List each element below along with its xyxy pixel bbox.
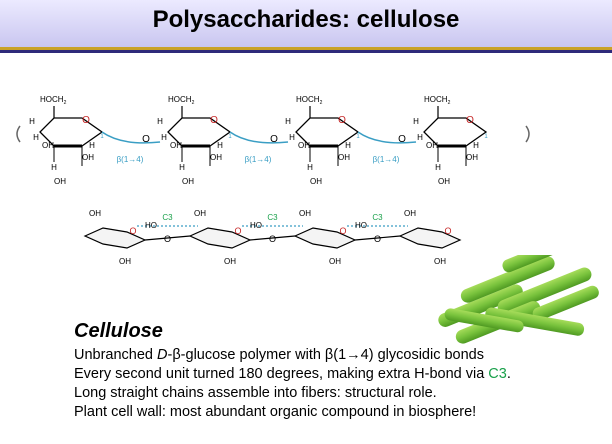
title-rule-navy xyxy=(0,50,612,53)
h-label-a-3: H xyxy=(285,117,291,126)
oh-label-b-4: OH xyxy=(466,153,478,162)
chair-oxygen-3: O xyxy=(339,226,346,236)
line1-text-a: Unbranched xyxy=(74,347,158,363)
hoch2-subscript-3: 2 xyxy=(320,100,323,106)
chair-link-2 xyxy=(249,235,296,241)
h-label-c-3: H xyxy=(345,141,351,150)
oh-label-b-2: OH xyxy=(210,153,222,162)
oh-label-a-4: OH xyxy=(426,141,438,150)
section-heading: Cellulose xyxy=(74,320,163,342)
h-label-c-1: H xyxy=(89,141,95,150)
ring-oxygen-3: O xyxy=(338,115,346,126)
oh-label-a-3: OH xyxy=(298,141,310,150)
c1-number-1: 1 xyxy=(100,134,104,140)
c3-label-2: C3 xyxy=(267,213,278,222)
h-label-d-1: H xyxy=(51,163,57,172)
beta14-label-1: β(1→4) xyxy=(117,155,144,164)
body-line-3: Long straight chains assemble into fiber… xyxy=(74,385,437,401)
h-label-d-4: H xyxy=(435,163,441,172)
c3-label-1: C3 xyxy=(162,213,173,222)
hoch2-label-3: HOCH2 xyxy=(296,95,323,106)
oh-label-c-2: OH xyxy=(182,177,194,186)
h-label-c-4: H xyxy=(473,141,479,150)
line2-c3: C3 xyxy=(488,366,507,382)
chair-link-1 xyxy=(144,235,191,241)
body-line-2: Every second unit turned 180 degrees, ma… xyxy=(74,366,511,382)
c3-label-3: C3 xyxy=(372,213,383,222)
h-label-c-2: H xyxy=(217,141,223,150)
beta14-label-2: β(1→4) xyxy=(245,155,272,164)
chair-ring-4 xyxy=(398,227,462,249)
hoch2-subscript-4: 2 xyxy=(448,100,451,106)
slide-title: Polysaccharides: cellulose xyxy=(152,6,460,33)
h-label-d-3: H xyxy=(307,163,313,172)
h-label-b-4: H xyxy=(417,133,423,142)
bridge-oxygen-2: O xyxy=(270,134,278,145)
chain-end-right xyxy=(525,125,530,143)
oh-label-b-1: OH xyxy=(82,153,94,162)
chair-bridge-o-1: O xyxy=(164,234,171,244)
chair-oh-top-1: OH xyxy=(89,209,101,218)
title-bar xyxy=(0,0,612,47)
c1-number-4: 1 xyxy=(484,134,488,140)
h-label-b-3: H xyxy=(289,133,295,142)
chair-link-3 xyxy=(354,235,401,241)
hoch2-subscript-2: 2 xyxy=(192,100,195,106)
oh-label-a-1: OH xyxy=(42,141,54,150)
oh-label-b-3: OH xyxy=(338,153,350,162)
hoch2-label-4: HOCH2 xyxy=(424,95,451,106)
ring-oxygen-1: O xyxy=(82,115,90,126)
hoch2-label-2: HOCH2 xyxy=(168,95,195,106)
chair-ho-2: HO xyxy=(250,221,262,230)
h-label-a-2: H xyxy=(157,117,163,126)
chair-oh-bottom-1: OH xyxy=(119,257,131,266)
chair-bridge-o-3: O xyxy=(374,234,381,244)
oh-label-c-1: OH xyxy=(54,177,66,186)
chair-oh-top-4: OH xyxy=(404,209,416,218)
body-line-4: Plant cell wall: most abundant organic c… xyxy=(74,404,477,420)
glycosidic-bond-2 xyxy=(229,131,289,144)
celery-image xyxy=(438,255,599,344)
oh-label-c-4: OH xyxy=(438,177,450,186)
chair-oxygen-2: O xyxy=(234,226,241,236)
glycosidic-bond-1 xyxy=(101,131,161,144)
c1-number-2: 1 xyxy=(228,134,232,140)
h-label-a-4: H xyxy=(413,117,419,126)
chair-oh-top-2: OH xyxy=(194,209,206,218)
chain-end-left xyxy=(16,125,21,143)
glycosidic-bond-3 xyxy=(357,131,417,144)
hoch2-label-1: HOCH2 xyxy=(40,95,67,106)
beta14-label-3: β(1→4) xyxy=(373,155,400,164)
c1-number-3: 1 xyxy=(356,134,360,140)
chair-oh-top-3: OH xyxy=(299,209,311,218)
ring-oxygen-4: O xyxy=(466,115,474,126)
line1-text-c: -β-glucose polymer with β(1→4) glycosidi… xyxy=(167,347,484,363)
line2-end: . xyxy=(506,366,511,382)
chair-oh-bottom-3: OH xyxy=(329,257,341,266)
bridge-oxygen-3: O xyxy=(398,134,406,145)
hoch2-subscript-1: 2 xyxy=(64,100,67,106)
body-line-1: Unbranched D-β-glucose polymer with β(1→… xyxy=(74,347,484,363)
title-rule-gold xyxy=(0,47,612,50)
h-label-d-2: H xyxy=(179,163,185,172)
line2-text: Every second unit turned 180 degrees, ma… xyxy=(74,366,489,382)
h-label-b-2: H xyxy=(161,133,167,142)
h-label-b-1: H xyxy=(33,133,39,142)
h-label-a-1: H xyxy=(29,117,35,126)
chair-oxygen-1: O xyxy=(129,226,136,236)
chair-oxygen-4: O xyxy=(444,226,451,236)
chair-ho-1: HO xyxy=(145,221,157,230)
bridge-oxygen-1: O xyxy=(142,134,150,145)
chair-ho-3: HO xyxy=(355,221,367,230)
line1-d-italic: D xyxy=(157,347,168,363)
chair-oh-bottom-4: OH xyxy=(434,257,446,266)
oh-label-c-3: OH xyxy=(310,177,322,186)
oh-label-a-2: OH xyxy=(170,141,182,150)
chair-oh-bottom-2: OH xyxy=(224,257,236,266)
ring-oxygen-2: O xyxy=(210,115,218,126)
chair-bridge-o-2: O xyxy=(269,234,276,244)
